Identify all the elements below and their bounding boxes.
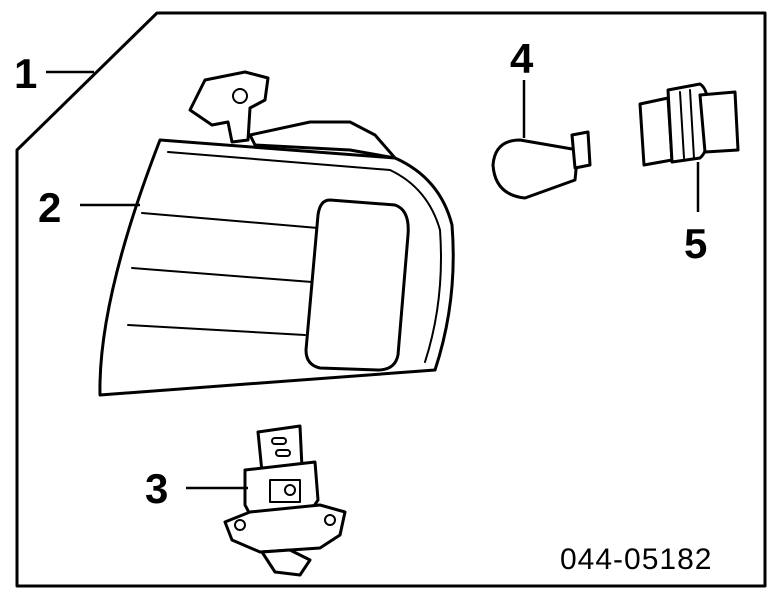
diagram-frame	[15, 11, 767, 588]
callout-1: 1	[14, 50, 37, 97]
callout-2: 2	[38, 184, 61, 231]
diagram-code: 044-05182	[560, 543, 712, 576]
callout-5: 5	[684, 220, 707, 267]
marker-socket	[638, 82, 740, 167]
callout-3: 3	[145, 465, 168, 512]
corner-lamp-assembly	[98, 70, 455, 397]
bulb	[491, 130, 592, 200]
callout-4: 4	[510, 35, 534, 82]
bulb-socket	[223, 424, 347, 577]
